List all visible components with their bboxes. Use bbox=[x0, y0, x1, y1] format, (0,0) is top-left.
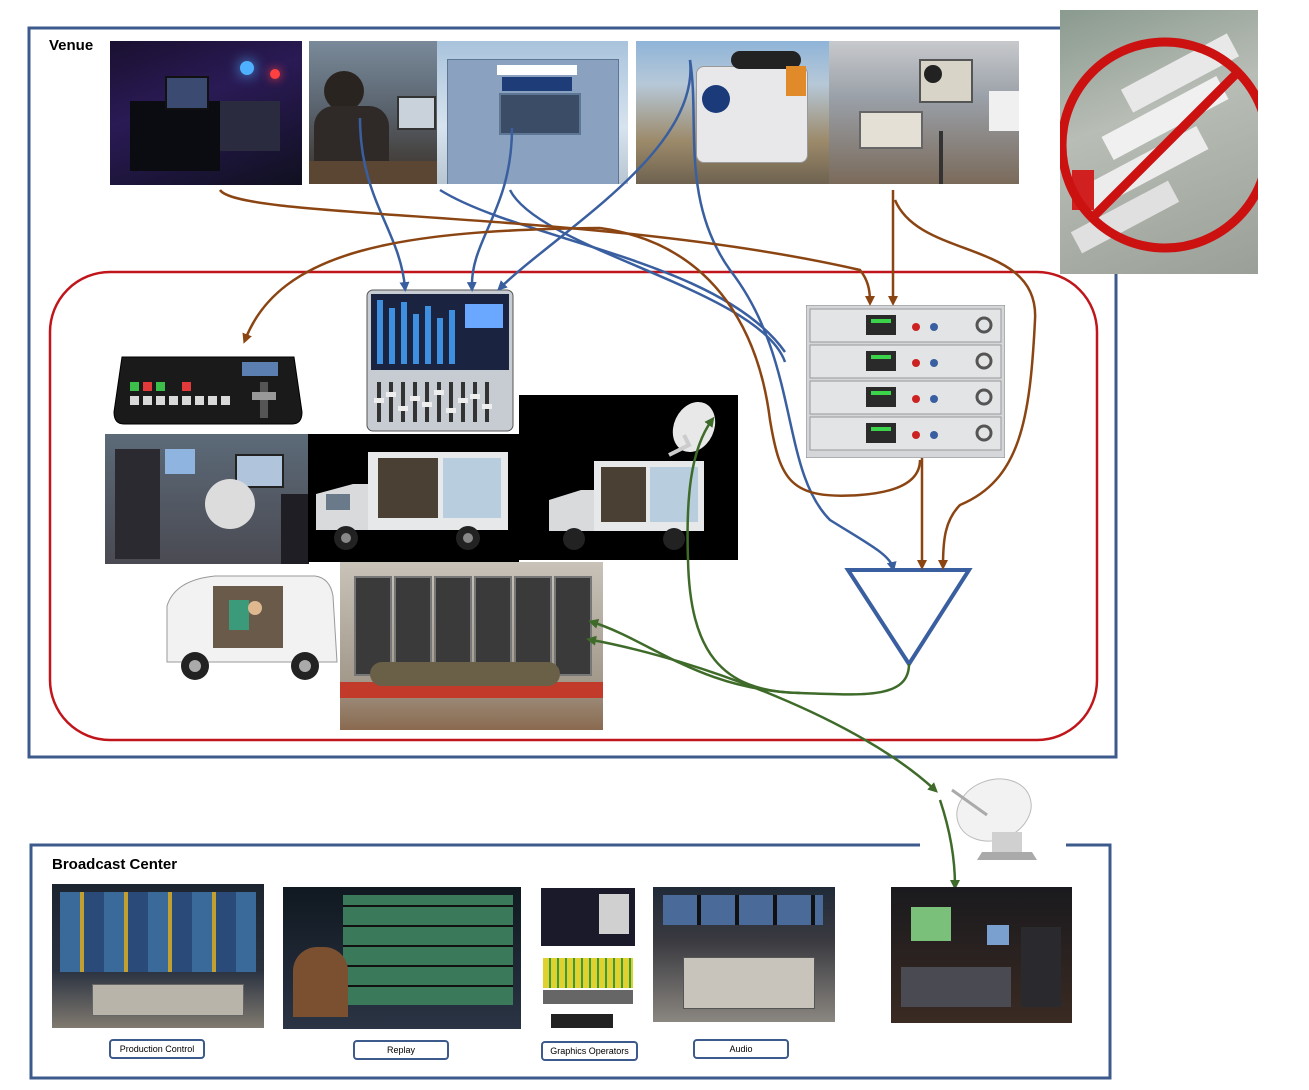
replay-photo bbox=[283, 887, 521, 1029]
camera-operator-photo bbox=[110, 41, 302, 185]
equipment-racks-photo bbox=[340, 562, 603, 730]
announcer-photo bbox=[309, 41, 437, 184]
no-compound-icon bbox=[1060, 10, 1258, 274]
video-switcher-icon bbox=[112, 352, 304, 427]
broadcast-center-title: Broadcast Center bbox=[52, 856, 178, 873]
label-replay[interactable]: Replay bbox=[353, 1040, 449, 1060]
production-control-photo bbox=[52, 884, 264, 1028]
label-production-control[interactable]: Production Control bbox=[109, 1039, 205, 1059]
sprinter-van-icon bbox=[155, 566, 348, 692]
satellite-truck-icon bbox=[519, 395, 738, 560]
label-graphics-operators[interactable]: Graphics Operators bbox=[541, 1041, 638, 1061]
audio-room-photo bbox=[653, 887, 835, 1022]
graphics-station-photo bbox=[539, 886, 637, 1033]
production-truck-icon bbox=[308, 434, 519, 562]
venue-title: Venue bbox=[49, 37, 94, 54]
broadcast-camera-photo bbox=[636, 41, 829, 184]
broadcast-center-frame bbox=[29, 843, 1112, 1080]
audio-mixer-icon bbox=[365, 288, 515, 433]
truck-interior-photo bbox=[105, 434, 309, 564]
receive-rack-photo bbox=[891, 887, 1072, 1023]
ccu-rack-icon bbox=[806, 305, 1005, 458]
satellite-dish-icon bbox=[932, 770, 1044, 868]
label-audio[interactable]: Audio bbox=[693, 1039, 789, 1059]
stadium-cameras-photo bbox=[829, 41, 1019, 184]
announce-booth-photo bbox=[437, 41, 628, 184]
venue-frame bbox=[27, 26, 1118, 759]
